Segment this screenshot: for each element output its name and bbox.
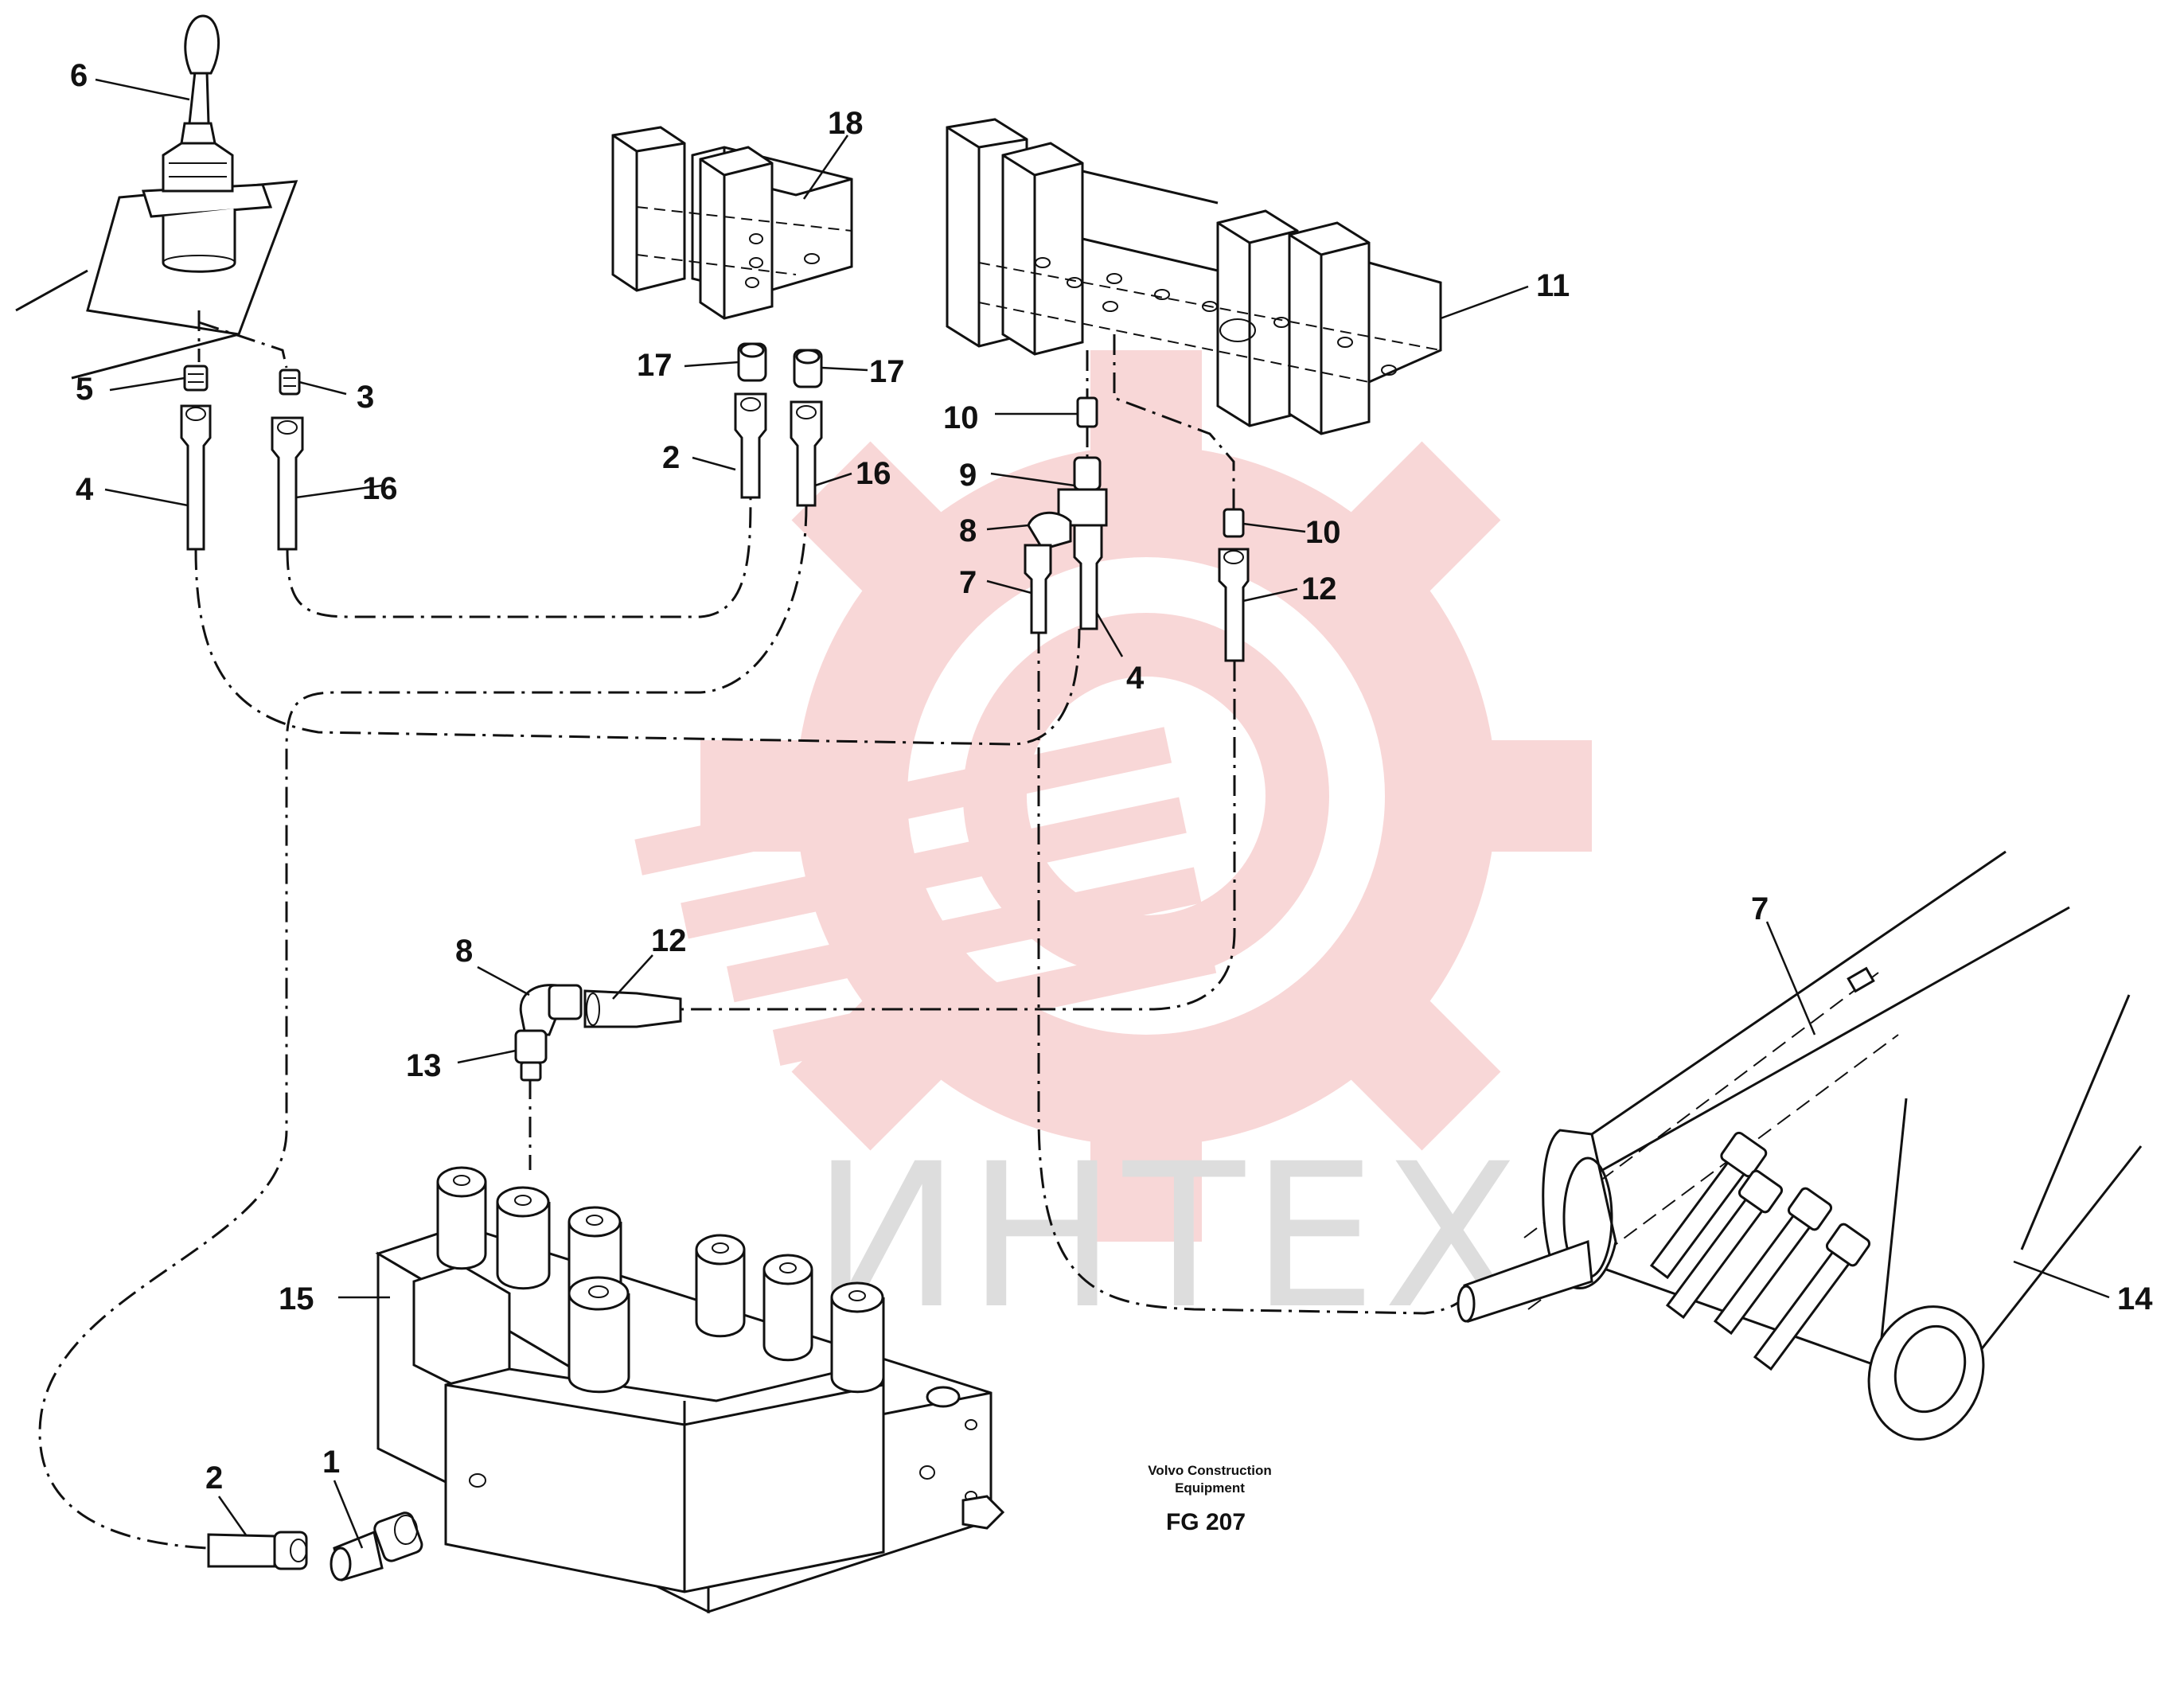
part-label-3: 3 — [357, 380, 374, 415]
hose-end-7a — [1024, 544, 1052, 634]
leader-lines — [95, 78, 2110, 1549]
watermark-text: ИНТЕХ — [812, 1121, 1526, 1352]
caption-figure-code: FG 207 — [1166, 1509, 1246, 1535]
part-label-10b: 10 — [1305, 515, 1341, 550]
hose-end-2a — [734, 392, 767, 499]
boom-14 — [1457, 850, 2143, 1441]
part-label-8b: 8 — [455, 934, 473, 969]
fitting-5 — [183, 365, 209, 392]
hose-end-2b — [207, 1531, 308, 1570]
solenoid-valve-block-15 — [375, 1224, 1005, 1614]
tee-fitting-9 — [1057, 456, 1108, 527]
part-label-2a: 2 — [662, 440, 680, 475]
hose-end-12a — [1218, 548, 1250, 662]
part-label-17b: 17 — [869, 354, 905, 389]
part-label-10a: 10 — [943, 400, 979, 435]
part-label-16b: 16 — [856, 456, 891, 491]
part-label-18: 18 — [828, 106, 864, 141]
hose-end-4b — [1073, 524, 1103, 630]
solenoid-coils — [436, 1166, 885, 1394]
control-valve-11 — [946, 118, 1442, 435]
hose-end-16b — [790, 400, 823, 507]
watermark-gear-logo — [634, 350, 1592, 1242]
hose-end-4a — [180, 404, 212, 551]
part-label-12b: 12 — [651, 923, 687, 958]
fitting-13 — [514, 1029, 548, 1082]
fitting-10a — [1076, 396, 1098, 428]
fitting-10b — [1223, 508, 1245, 538]
caption: Volvo Construction Equipment FG 207 — [1148, 1463, 1272, 1535]
part-label-7b: 7 — [1751, 891, 1769, 926]
part-labels: 6 18 11 5 3 4 16 17 17 2 16 10 9 8 10 7 … — [70, 58, 2153, 1496]
hose-routing — [38, 310, 1470, 1550]
caption-maker-line1: Volvo Construction — [1148, 1463, 1272, 1478]
hose-end-12b — [583, 989, 682, 1028]
part-label-11: 11 — [1536, 268, 1570, 303]
elbow-fitting-8b — [519, 984, 583, 1036]
joystick-lever — [15, 14, 298, 380]
part-label-13: 13 — [406, 1048, 442, 1083]
part-label-5: 5 — [76, 372, 93, 407]
part-label-4a: 4 — [76, 472, 94, 507]
part-label-8a: 8 — [959, 513, 977, 548]
part-label-16a: 16 — [362, 471, 398, 506]
part-label-9: 9 — [959, 458, 977, 493]
adapter-1 — [330, 1511, 423, 1582]
caption-maker-line2: Equipment — [1175, 1480, 1245, 1496]
fitting-3 — [279, 369, 301, 396]
part-label-1: 1 — [322, 1445, 340, 1480]
elbow-fitting-8a — [1027, 511, 1072, 551]
part-label-17a: 17 — [637, 348, 673, 383]
fitting-17a — [737, 342, 767, 382]
part-label-12a: 12 — [1301, 571, 1337, 606]
fitting-17b — [793, 349, 823, 388]
part-label-6: 6 — [70, 58, 88, 93]
part-label-2b: 2 — [205, 1461, 223, 1496]
part-label-7a: 7 — [959, 565, 977, 600]
valve-block-18 — [611, 126, 853, 320]
part-label-14: 14 — [2117, 1281, 2153, 1316]
part-label-4b: 4 — [1126, 661, 1145, 696]
hose-end-16a — [271, 416, 304, 551]
part-label-15: 15 — [279, 1281, 314, 1316]
